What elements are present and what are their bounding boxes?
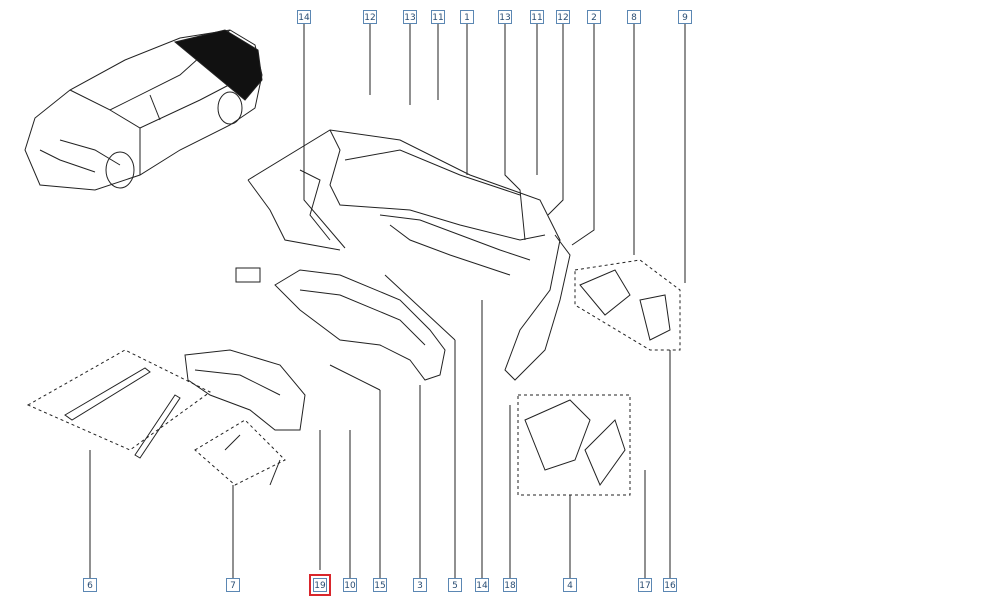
callout-top-11[interactable]: 11 [431,10,445,24]
callout-top-14[interactable]: 14 [297,10,311,24]
callout-bottom-19[interactable]: 19 [309,574,331,596]
callout-top-11[interactable]: 11 [530,10,544,24]
callout-top-1[interactable]: 1 [460,10,474,24]
callout-bottom-4[interactable]: 4 [563,578,577,592]
callout-top-12[interactable]: 12 [556,10,570,24]
callout-bottom-18[interactable]: 18 [503,578,517,592]
car-thumbnail [24,29,263,191]
callout-bottom-16[interactable]: 16 [663,578,677,592]
rear-bumper-cover [247,129,571,381]
side-strips [26,349,286,486]
callout-top-12[interactable]: 12 [363,10,377,24]
callout-bottom-6[interactable]: 6 [83,578,97,592]
callout-bottom-5[interactable]: 5 [448,578,462,592]
callout-bottom-10[interactable]: 10 [343,578,357,592]
side-brackets [517,259,681,496]
callout-top-2[interactable]: 2 [587,10,601,24]
callout-bottom-17[interactable]: 17 [638,578,652,592]
leader-lines [89,24,686,578]
lower-diffuser [235,267,446,381]
callout-top-13[interactable]: 13 [498,10,512,24]
callout-top-9[interactable]: 9 [678,10,692,24]
impact-absorber [184,349,306,431]
callout-bottom-7[interactable]: 7 [226,578,240,592]
callout-bottom-15[interactable]: 15 [373,578,387,592]
callout-top-8[interactable]: 8 [627,10,641,24]
callout-bottom-14[interactable]: 14 [475,578,489,592]
callout-bottom-3[interactable]: 3 [413,578,427,592]
callout-top-13[interactable]: 13 [403,10,417,24]
